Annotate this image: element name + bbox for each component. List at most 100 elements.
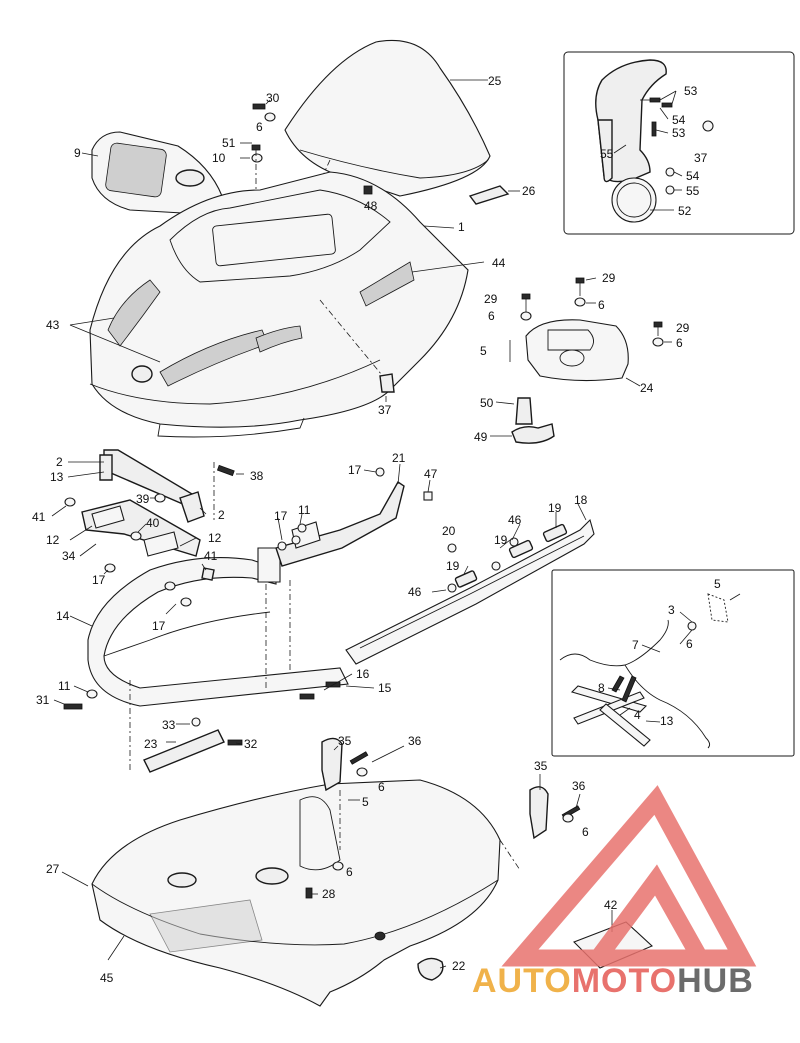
callout-6: 6 [598, 298, 605, 312]
callout-24: 24 [640, 381, 654, 395]
callout-5: 5 [480, 344, 487, 358]
callout-12: 12 [46, 533, 60, 547]
callout-13: 13 [50, 470, 64, 484]
callout-9: 9 [74, 146, 81, 160]
callout-37: 37 [378, 403, 392, 417]
callout-29: 29 [484, 292, 498, 306]
watermark-moto: MOTO [572, 962, 677, 1000]
mount-rail-21 [275, 463, 433, 567]
callout-1: 1 [458, 220, 465, 234]
callout-19: 19 [548, 501, 562, 515]
inset-cable-assembly [551, 569, 795, 757]
callout-19: 19 [494, 533, 508, 547]
callout-55: 55 [600, 147, 614, 161]
callout-22: 22 [452, 959, 466, 973]
inset-mirror-assembly [563, 51, 795, 235]
callout-6: 6 [256, 120, 263, 134]
callout-18: 18 [574, 493, 588, 507]
callout-42: 42 [604, 898, 618, 912]
callout-4: 4 [634, 708, 641, 722]
callout-7: 7 [632, 638, 639, 652]
callout-2: 2 [56, 455, 63, 469]
callout-16: 16 [356, 667, 370, 681]
callout-13: 13 [660, 714, 674, 728]
callout-54: 54 [672, 113, 686, 127]
callout-45: 45 [100, 971, 114, 985]
callout-52: 52 [678, 204, 692, 218]
callout-53: 53 [684, 84, 698, 98]
callout-37: 37 [694, 151, 708, 165]
callout-36: 36 [572, 779, 586, 793]
callout-19: 19 [446, 559, 460, 573]
callout-6: 6 [346, 865, 353, 879]
callout-48: 48 [364, 199, 378, 213]
callout-27: 27 [46, 862, 60, 876]
callout-36: 36 [408, 734, 422, 748]
hood-fasteners [240, 99, 520, 402]
callout-39: 39 [136, 492, 150, 506]
callout-6: 6 [488, 309, 495, 323]
callout-15: 15 [378, 681, 392, 695]
callout-43: 43 [46, 318, 60, 332]
callout-2: 2 [218, 508, 225, 522]
callout-8: 8 [598, 681, 605, 695]
watermark-hub: HUB [677, 962, 754, 1000]
callout-33: 33 [162, 718, 176, 732]
callout-38: 38 [250, 469, 264, 483]
bracket-fasteners-left [51, 462, 244, 615]
watermark-triangle-icon [501, 785, 757, 967]
callout-17: 17 [274, 509, 288, 523]
callout-34: 34 [62, 549, 76, 563]
callout-5: 5 [714, 577, 721, 591]
hood-1 [69, 171, 485, 438]
callout-3: 3 [668, 603, 675, 617]
svg-text:AUTOMOTOHUB: AUTOMOTOHUB [472, 962, 754, 1000]
callout-46: 46 [408, 585, 422, 599]
callout-6: 6 [686, 637, 693, 651]
callout-29: 29 [676, 321, 690, 335]
callout-40: 40 [146, 516, 160, 530]
callout-6: 6 [378, 780, 385, 794]
callout-6: 6 [676, 336, 683, 350]
callout-28: 28 [322, 887, 336, 901]
callout-46: 46 [508, 513, 522, 527]
callout-35: 35 [338, 734, 352, 748]
callout-44: 44 [492, 256, 506, 270]
callout-26: 26 [522, 184, 536, 198]
callout-20: 20 [442, 524, 456, 538]
callout-30: 30 [266, 91, 280, 105]
callout-31: 31 [36, 693, 50, 707]
callout-54: 54 [686, 169, 700, 183]
callout-53: 53 [672, 126, 686, 140]
callout-50: 50 [480, 396, 494, 410]
lower-bracket-23 [53, 673, 375, 773]
callout-14: 14 [56, 609, 70, 623]
callout-49: 49 [474, 430, 488, 444]
callout-32: 32 [244, 737, 258, 751]
watermark-logo: AUTOMOTOHUB [472, 785, 757, 1000]
windshield-25 [284, 39, 491, 197]
callout-47: 47 [424, 467, 438, 481]
callout-11: 11 [58, 679, 71, 693]
callout-17: 17 [92, 573, 106, 587]
callout-10: 10 [212, 151, 226, 165]
callout-11: 11 [298, 503, 311, 517]
belly-pan-27 [61, 779, 521, 1007]
callout-23: 23 [144, 737, 158, 751]
callout-12: 12 [208, 531, 222, 545]
side-panel-24 [490, 277, 672, 444]
callout-6: 6 [582, 825, 589, 839]
callout-21: 21 [392, 451, 406, 465]
callout-51: 51 [222, 136, 236, 150]
callout-41: 41 [204, 549, 218, 563]
watermark-auto: AUTO [472, 962, 572, 1000]
callout-35: 35 [534, 759, 548, 773]
callout-29: 29 [602, 271, 616, 285]
callout-5: 5 [362, 795, 369, 809]
callout-55: 55 [686, 184, 700, 198]
front-bumper-14 [69, 547, 349, 770]
callout-labels: 1 2 2 3 4 5 5 5 6 6 6 6 6 6 6 6 7 8 9 10… [32, 74, 721, 985]
callout-25: 25 [488, 74, 502, 88]
side-rail-18 [345, 503, 595, 665]
